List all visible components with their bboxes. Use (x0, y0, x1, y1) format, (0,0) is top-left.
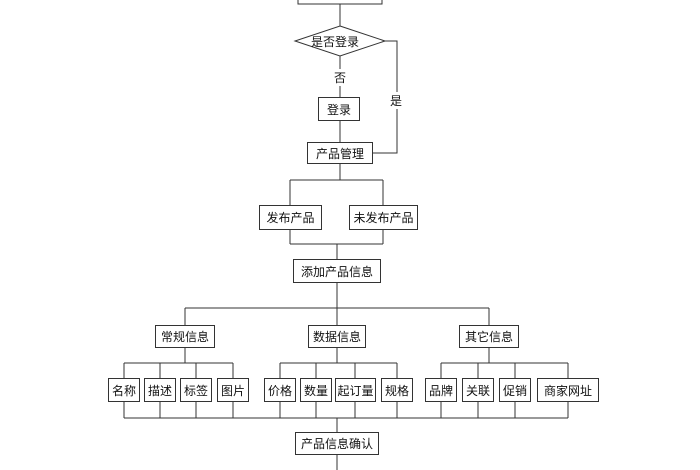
leaf-name: 名称 (108, 378, 140, 402)
leaf-brand: 品牌 (425, 378, 457, 402)
other-info-node: 其它信息 (459, 325, 519, 348)
leaf-price: 价格 (264, 378, 296, 402)
unpublished-node: 未发布产品 (349, 205, 418, 230)
leaf-tags: 标签 (180, 378, 212, 402)
leaf-merchant-url: 商家网址 (537, 378, 599, 402)
add-product-info-node: 添加产品信息 (293, 259, 381, 283)
leaf-related: 关联 (462, 378, 494, 402)
product-mgmt-node: 产品管理 (307, 142, 373, 164)
no-label: 否 (334, 69, 347, 86)
data-info-node: 数据信息 (308, 325, 366, 348)
decision-label: 是否登录 (311, 35, 360, 49)
leaf-promotion: 促销 (499, 378, 531, 402)
login-node: 登录 (318, 97, 360, 121)
published-node: 发布产品 (259, 205, 322, 230)
leaf-image: 图片 (217, 378, 249, 402)
confirm-node: 产品信息确认 (295, 432, 379, 455)
general-info-node: 常规信息 (155, 325, 215, 348)
leaf-spec: 规格 (381, 378, 413, 402)
yes-label: 是 (390, 92, 403, 109)
leaf-quantity: 数量 (300, 378, 332, 402)
leaf-min-order: 起订量 (335, 378, 376, 402)
leaf-description: 描述 (144, 378, 176, 402)
